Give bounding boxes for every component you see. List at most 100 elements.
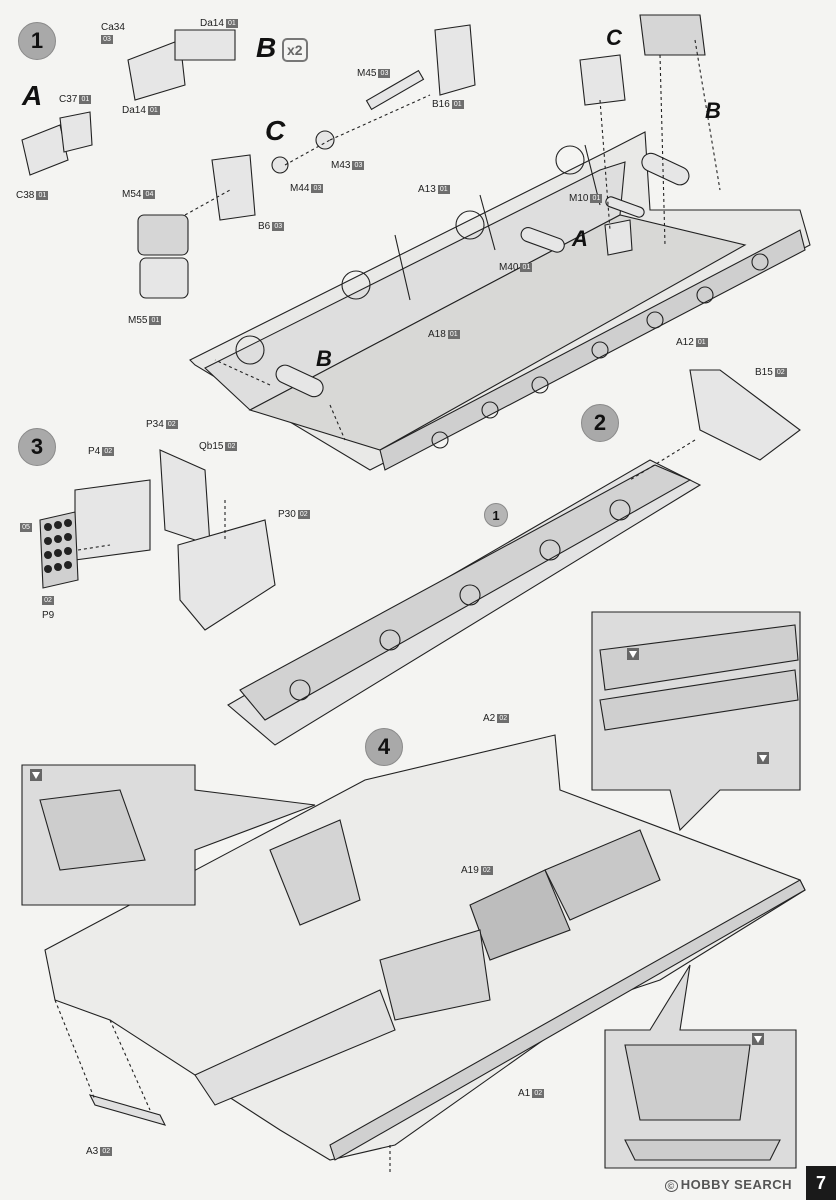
part-name: M40	[499, 262, 519, 273]
part-label-ca34: Ca34 03	[101, 22, 125, 44]
sprue-box: 02	[225, 442, 238, 451]
sprue-box: 01	[36, 191, 49, 200]
part-name: B6	[258, 221, 271, 232]
step-1-reference-number: 1	[492, 507, 500, 523]
part-name: M10	[569, 193, 589, 204]
part-name: Ca34	[101, 22, 125, 33]
sprue-box: 04	[143, 190, 156, 199]
sprue-box: 05	[20, 523, 32, 532]
subassembly-b-heading: B	[256, 32, 277, 63]
part-name: P34	[146, 419, 164, 430]
sprue-box: 01	[149, 316, 162, 325]
subassembly-b-label-2: B	[316, 346, 332, 371]
part-name: M54	[122, 189, 142, 200]
drill-hole-icon	[752, 1033, 764, 1045]
part-name: A12	[676, 337, 694, 348]
sprue-box: 03	[101, 35, 113, 44]
part-name: M55	[128, 315, 148, 326]
sprue-box: 02	[297, 510, 310, 519]
sprue-box: 02	[774, 368, 787, 377]
sprue-box: 02	[165, 420, 178, 429]
part-name: B16	[432, 99, 450, 110]
sprue-box: 03	[272, 222, 285, 231]
drill-hole-icon	[757, 752, 769, 764]
sprue-box: 02	[480, 866, 493, 875]
part-name: B15	[755, 367, 773, 378]
sprue-box: 01	[147, 106, 160, 115]
sprue-box: 01	[520, 263, 533, 272]
step-3-number: 3	[30, 434, 44, 459]
part-name: P9	[42, 610, 55, 621]
step-1-number: 1	[30, 28, 44, 53]
part-name: Qb15	[199, 441, 224, 452]
sprue-box: 01	[79, 95, 92, 104]
step-1-marker: 1	[18, 22, 56, 60]
sprue-box: 01	[437, 185, 450, 194]
drill-hole-icon	[627, 648, 639, 660]
part-name: A19	[461, 865, 479, 876]
step-3-marker: 3	[18, 428, 56, 466]
part-label-p9-sprue-top: 05	[20, 523, 32, 532]
sprue-box: 02	[532, 1089, 545, 1098]
drill-hole-icon	[30, 769, 42, 781]
subassembly-a-heading: A	[22, 80, 43, 111]
sprue-box: 02	[100, 1147, 113, 1156]
step-4-marker: 4	[365, 728, 403, 766]
sprue-box: 03	[378, 69, 391, 78]
subassembly-c-heading: C	[265, 115, 286, 146]
sprue-box: 02	[102, 447, 115, 456]
subassembly-b-multiplier: x2	[282, 38, 308, 62]
step-1-reference-marker: 1	[484, 503, 508, 527]
part-name: C38	[16, 190, 35, 201]
part-name: A3	[86, 1146, 99, 1157]
part-name: P30	[278, 509, 296, 520]
step-2-marker: 2	[581, 404, 619, 442]
sprue-box: 01	[451, 100, 464, 109]
copyright-icon: ©	[664, 1180, 678, 1192]
part-name: C37	[59, 94, 78, 105]
part-name: M45	[357, 68, 377, 79]
subassembly-b-label: B	[705, 98, 721, 123]
step-2-number: 2	[593, 410, 607, 435]
sprue-box: 02	[497, 714, 510, 723]
part-name: A18	[428, 329, 446, 340]
part-name: Da14	[200, 18, 224, 29]
part-name: M43	[331, 160, 351, 171]
subassembly-a-label: A	[572, 226, 588, 251]
part-name: A1	[518, 1088, 531, 1099]
sprue-box: 01	[590, 194, 603, 203]
page-number: 7	[806, 1166, 836, 1200]
sprue-box: 01	[225, 19, 238, 28]
part-name: A2	[483, 713, 496, 724]
part-name: A13	[418, 184, 436, 195]
watermark: ©HOBBY SEARCH	[664, 1177, 792, 1192]
subassembly-c-label: C	[606, 25, 622, 50]
sprue-box: 01	[695, 338, 708, 347]
